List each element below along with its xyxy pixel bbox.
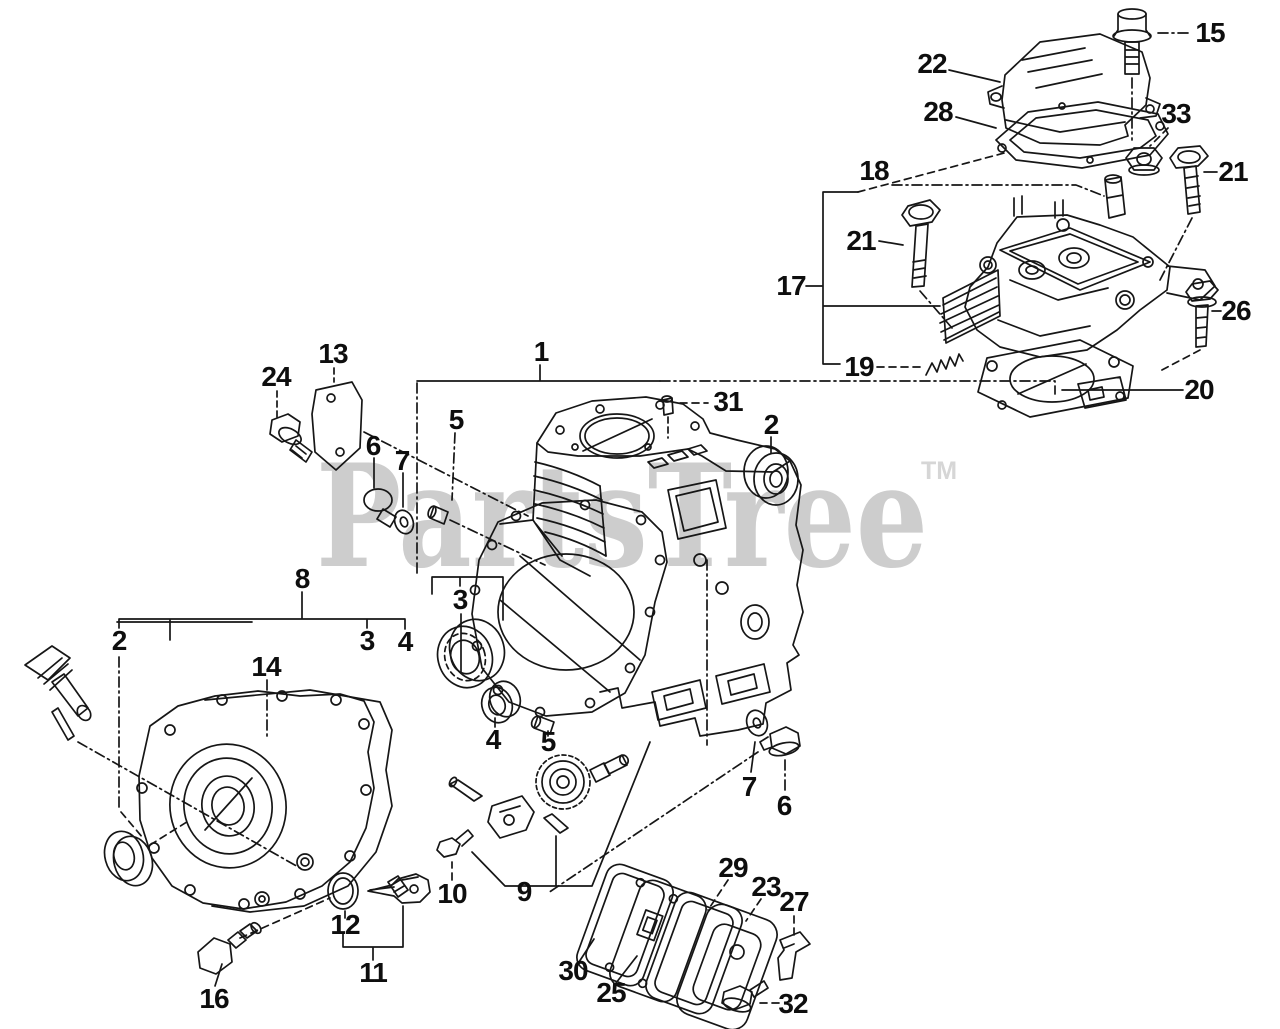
head-gasket-20	[977, 339, 1184, 418]
crankcase-cover-14	[136, 679, 375, 910]
governor-gear-9	[471, 741, 651, 887]
bearing-3-center	[431, 576, 506, 689]
part-callout-23: 23	[751, 871, 781, 902]
part-callout-1: 1	[533, 336, 550, 367]
part-callout-3b: 3	[359, 625, 376, 656]
part-callout-7a: 7	[394, 445, 411, 476]
part-callout-2a: 2	[763, 409, 780, 440]
bolt-32	[721, 980, 780, 1013]
part-callout-5a: 5	[448, 404, 465, 435]
part-callout-19: 19	[844, 351, 874, 382]
part-callout-30: 30	[558, 955, 588, 986]
part-callout-6a: 6	[365, 430, 382, 461]
breather-gasket-30	[576, 863, 674, 987]
oil-seal-left	[103, 621, 253, 887]
bolt-21-left	[878, 199, 953, 329]
part-callout-21b: 21	[846, 225, 876, 256]
bolt-26	[1157, 280, 1222, 373]
spring-19	[876, 353, 964, 376]
bearing-4-center	[480, 680, 522, 728]
part-callout-9: 9	[516, 876, 533, 907]
bolt-21-right	[1159, 145, 1218, 281]
part-callout-21a: 21	[1218, 156, 1248, 187]
part-callout-3a: 3	[452, 584, 469, 615]
part-callout-25: 25	[596, 977, 626, 1008]
nut-33	[1125, 127, 1169, 176]
part-callout-26: 26	[1221, 295, 1251, 326]
part-callout-24: 24	[261, 361, 291, 392]
drain-bolt-16	[197, 897, 331, 987]
part-callout-13: 13	[318, 338, 348, 369]
plug-6-upper	[363, 457, 397, 528]
part-callout-33: 33	[1161, 98, 1191, 129]
part-callout-16: 16	[199, 983, 229, 1014]
oil-filler-cap-11	[342, 873, 431, 961]
part-callout-18: 18	[859, 155, 889, 186]
part-callout-17: 17	[776, 270, 806, 301]
part-callout-8: 8	[294, 563, 311, 594]
part-callout-28: 28	[923, 96, 953, 127]
part-callout-14: 14	[251, 651, 281, 682]
washer-7-right	[745, 709, 769, 773]
pin-5-center	[530, 715, 555, 737]
oil-seal-right	[743, 436, 799, 506]
governor-slider-10	[436, 776, 535, 881]
part-callout-27: 27	[779, 886, 809, 917]
oil-level-gauge	[24, 645, 301, 869]
dowel-pin-5-upper	[427, 432, 546, 566]
part-callout-11: 11	[359, 957, 388, 988]
part-callout-32: 32	[778, 988, 808, 1019]
part-callout-22: 22	[917, 48, 947, 79]
cover-gasket	[204, 689, 393, 913]
watermark-tm: TM	[921, 457, 957, 485]
plug-6-right	[759, 726, 801, 791]
part-callout-4a: 4	[485, 724, 502, 755]
part-callout-31: 31	[713, 386, 743, 417]
part-callout-7b: 7	[741, 771, 758, 802]
crankcase-cylinder	[416, 364, 1056, 894]
part-callout-2b: 2	[111, 625, 128, 656]
part-callout-15: 15	[1195, 17, 1225, 48]
side-plate-13	[311, 367, 529, 517]
stud-18	[891, 174, 1126, 219]
part-callout-29: 29	[718, 852, 748, 883]
part-callout-5b: 5	[540, 726, 557, 757]
bolt-24	[269, 390, 313, 463]
part-callout-12: 12	[330, 909, 360, 940]
washer-7-upper	[393, 472, 415, 535]
o-ring-12	[327, 872, 359, 919]
bracket-8	[118, 591, 406, 641]
part-callout-6b: 6	[776, 790, 793, 821]
bolt-15	[1112, 8, 1191, 141]
part-callout-10: 10	[437, 878, 467, 909]
part-callout-20: 20	[1184, 374, 1214, 405]
valve-cover-gasket	[955, 101, 1169, 169]
part-callout-4b: 4	[397, 626, 414, 657]
breather-tube-27	[777, 915, 811, 981]
cylinder-head	[939, 195, 1216, 358]
bracket-17	[805, 151, 1009, 365]
watermark: PartsTree TM	[316, 434, 957, 600]
breather-cover-23	[676, 898, 778, 1029]
watermark-text: PartsTree	[316, 434, 928, 600]
